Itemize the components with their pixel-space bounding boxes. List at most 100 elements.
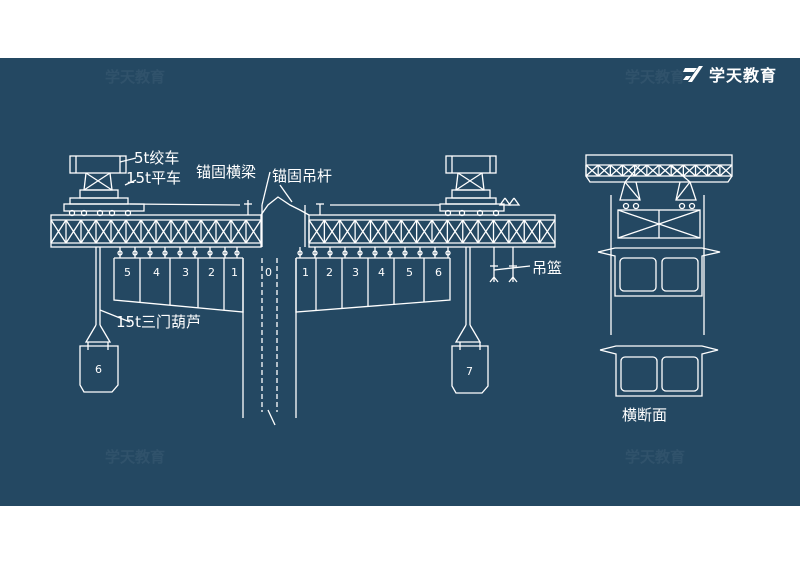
left-crane: [63, 155, 241, 217]
segment-number: 2: [208, 266, 215, 279]
hanger-hook: [207, 250, 213, 256]
truss-brace: [622, 164, 636, 177]
segment-number: 5: [124, 266, 131, 279]
label-leaders: [99, 171, 293, 323]
truss-brace: [95, 219, 112, 244]
brand-logo: 学天教育: [683, 62, 777, 86]
truss-brace: [80, 219, 97, 244]
truss-brace: [215, 219, 232, 244]
truss-brace: [446, 219, 464, 244]
right-cantilever: [295, 257, 451, 313]
truss-brace: [695, 164, 709, 177]
hanging-basket: [489, 247, 531, 283]
hanger-hook: [297, 250, 303, 256]
truss-brace: [170, 219, 187, 244]
hanger-hook: [312, 250, 318, 256]
pier: [242, 258, 297, 426]
hanger-hook: [327, 250, 333, 256]
hanger-hook: [372, 250, 378, 256]
segment-number: 1: [302, 266, 309, 279]
hanger-hook: [222, 250, 228, 256]
right-truss-girder: [308, 214, 556, 248]
truss-brace: [431, 219, 448, 244]
hanger-hook: [162, 250, 168, 256]
hoist-label: 15t三门葫芦: [116, 313, 201, 331]
truss-brace: [308, 219, 325, 244]
truss-brace: [597, 164, 611, 177]
truss-brace: [323, 219, 341, 244]
hanger-hook: [132, 250, 138, 256]
truss-brace: [477, 219, 495, 244]
truss-brace: [462, 219, 479, 244]
right-crane: [330, 155, 521, 217]
truss-brace: [50, 219, 67, 244]
segment-number: 3: [182, 266, 189, 279]
hanger-hook: [417, 250, 423, 256]
hanging-block-number: 7: [466, 365, 473, 378]
left-truss-girder: [50, 214, 262, 248]
truss-brace: [339, 219, 356, 244]
hanger-rods: [117, 247, 451, 258]
slide-background: 学天教育 学天教育 学天教育 学天教育: [0, 58, 800, 506]
hanger-hook: [445, 250, 451, 256]
hanger-hook: [342, 250, 348, 256]
right-hoist-block: [451, 247, 489, 394]
winch-label: 5t绞车: [134, 149, 179, 167]
truss-brace: [155, 219, 172, 244]
truss-brace: [110, 219, 127, 244]
basket-label: 吊篮: [532, 259, 562, 277]
truss-brace: [230, 219, 247, 244]
trolley-label: 15t平车: [126, 169, 181, 187]
hanger-hook: [402, 250, 408, 256]
truss-brace: [539, 219, 556, 244]
anchor-beam: [244, 196, 324, 247]
truss-brace: [646, 164, 660, 177]
segment-number: 4: [153, 266, 160, 279]
watermark: 学天教育: [625, 68, 686, 86]
segment-number: 0: [265, 266, 272, 279]
segment-number: 6: [435, 266, 442, 279]
anchor-beam-label: 锚固横梁: [196, 163, 256, 181]
truss-brace: [385, 219, 402, 244]
watermark: 学天教育: [105, 448, 166, 466]
brand-name: 学天教育: [709, 66, 778, 85]
segment-number: 2: [326, 266, 333, 279]
truss-brace: [508, 219, 525, 244]
left-cantilever: [113, 257, 244, 313]
hanger-hook: [432, 250, 438, 256]
hanger-hook: [147, 250, 153, 256]
truss-brace: [585, 164, 599, 177]
watermark: 学天教育: [625, 448, 686, 466]
segment-number: 3: [352, 266, 359, 279]
hanger-hook: [117, 250, 123, 256]
truss-brace: [245, 219, 262, 244]
hanger-hook: [192, 250, 198, 256]
truss-brace: [400, 219, 418, 244]
truss-brace: [354, 219, 372, 244]
truss-brace: [682, 164, 696, 177]
segment-number: 1: [231, 266, 238, 279]
cross-section-view: [585, 154, 733, 397]
truss-brace: [609, 164, 623, 177]
truss-brace: [707, 164, 721, 177]
left-hoist-block: [79, 247, 119, 393]
truss-brace: [658, 164, 672, 177]
truss-brace: [634, 164, 648, 177]
brand-mark-icon: [683, 66, 703, 82]
segment-number: 4: [378, 266, 385, 279]
truss-brace: [523, 219, 541, 244]
truss-brace: [369, 219, 387, 244]
truss-brace: [416, 219, 433, 244]
hanger-hook: [387, 250, 393, 256]
watermark: 学天教育: [105, 68, 166, 86]
cross-section-label: 横断面: [622, 406, 667, 424]
hanging-block-number: 6: [95, 363, 102, 376]
truss-brace: [200, 219, 217, 244]
truss-brace: [719, 164, 733, 177]
truss-brace: [65, 219, 82, 244]
truss-brace: [125, 219, 142, 244]
hanger-hook: [357, 250, 363, 256]
truss-brace: [185, 219, 202, 244]
hanger-hook: [177, 250, 183, 256]
